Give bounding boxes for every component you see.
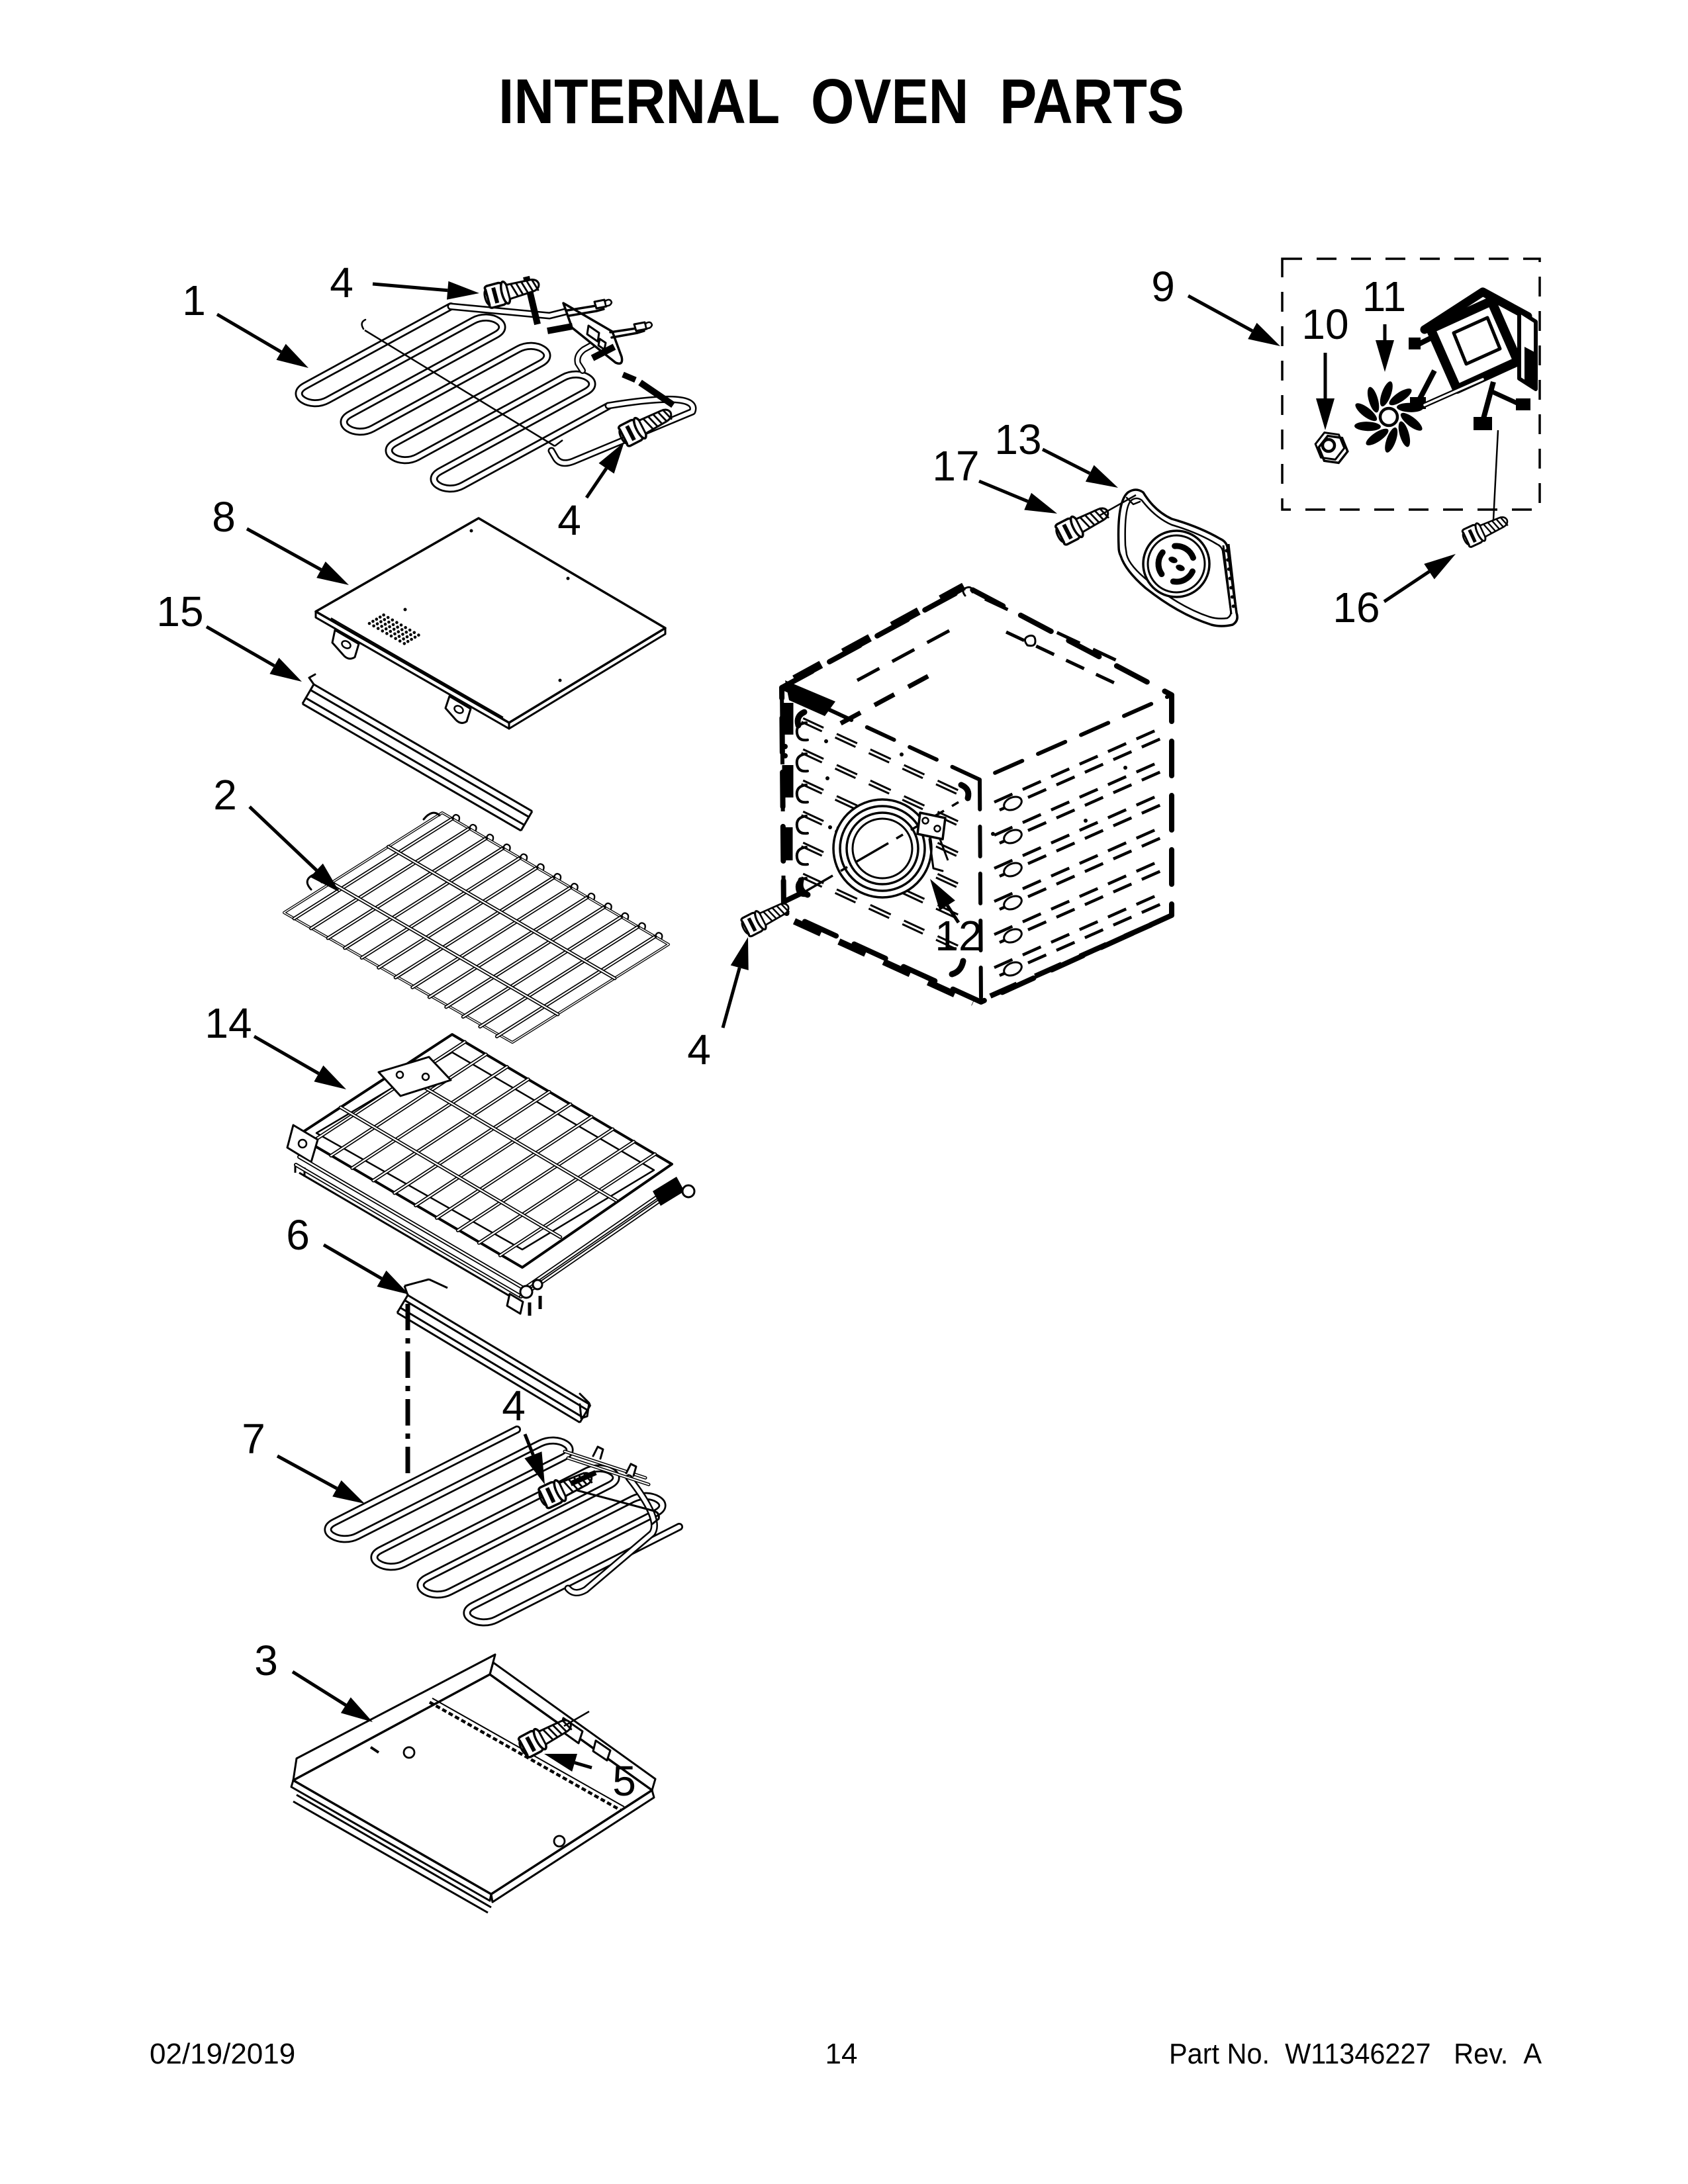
svg-text:6: 6 <box>286 1211 310 1259</box>
svg-text:4: 4 <box>687 1026 711 1073</box>
svg-text:16: 16 <box>1333 584 1380 631</box>
svg-text:8: 8 <box>212 493 236 541</box>
svg-text:11: 11 <box>1362 273 1406 320</box>
svg-text:14: 14 <box>825 2038 858 2070</box>
svg-text:Part No. W11346227 Rev. A: Part No. W11346227 Rev. A <box>1169 2038 1542 2070</box>
svg-text:10: 10 <box>1301 300 1348 348</box>
svg-text:5: 5 <box>612 1757 636 1805</box>
svg-text:02/19/2019: 02/19/2019 <box>150 2038 295 2070</box>
svg-text:15: 15 <box>156 588 203 635</box>
svg-text:INTERNAL OVEN PARTS: INTERNAL OVEN PARTS <box>498 66 1184 137</box>
svg-text:9: 9 <box>1151 263 1175 310</box>
svg-text:7: 7 <box>242 1415 265 1463</box>
svg-text:4: 4 <box>330 259 353 306</box>
svg-text:2: 2 <box>213 771 237 819</box>
svg-text:14: 14 <box>205 999 252 1047</box>
svg-text:1: 1 <box>182 277 206 324</box>
svg-text:4: 4 <box>557 496 581 544</box>
svg-text:13: 13 <box>994 416 1041 463</box>
svg-text:3: 3 <box>254 1637 278 1684</box>
svg-text:12: 12 <box>935 912 982 960</box>
svg-text:17: 17 <box>932 442 979 490</box>
svg-text:4: 4 <box>502 1382 526 1430</box>
